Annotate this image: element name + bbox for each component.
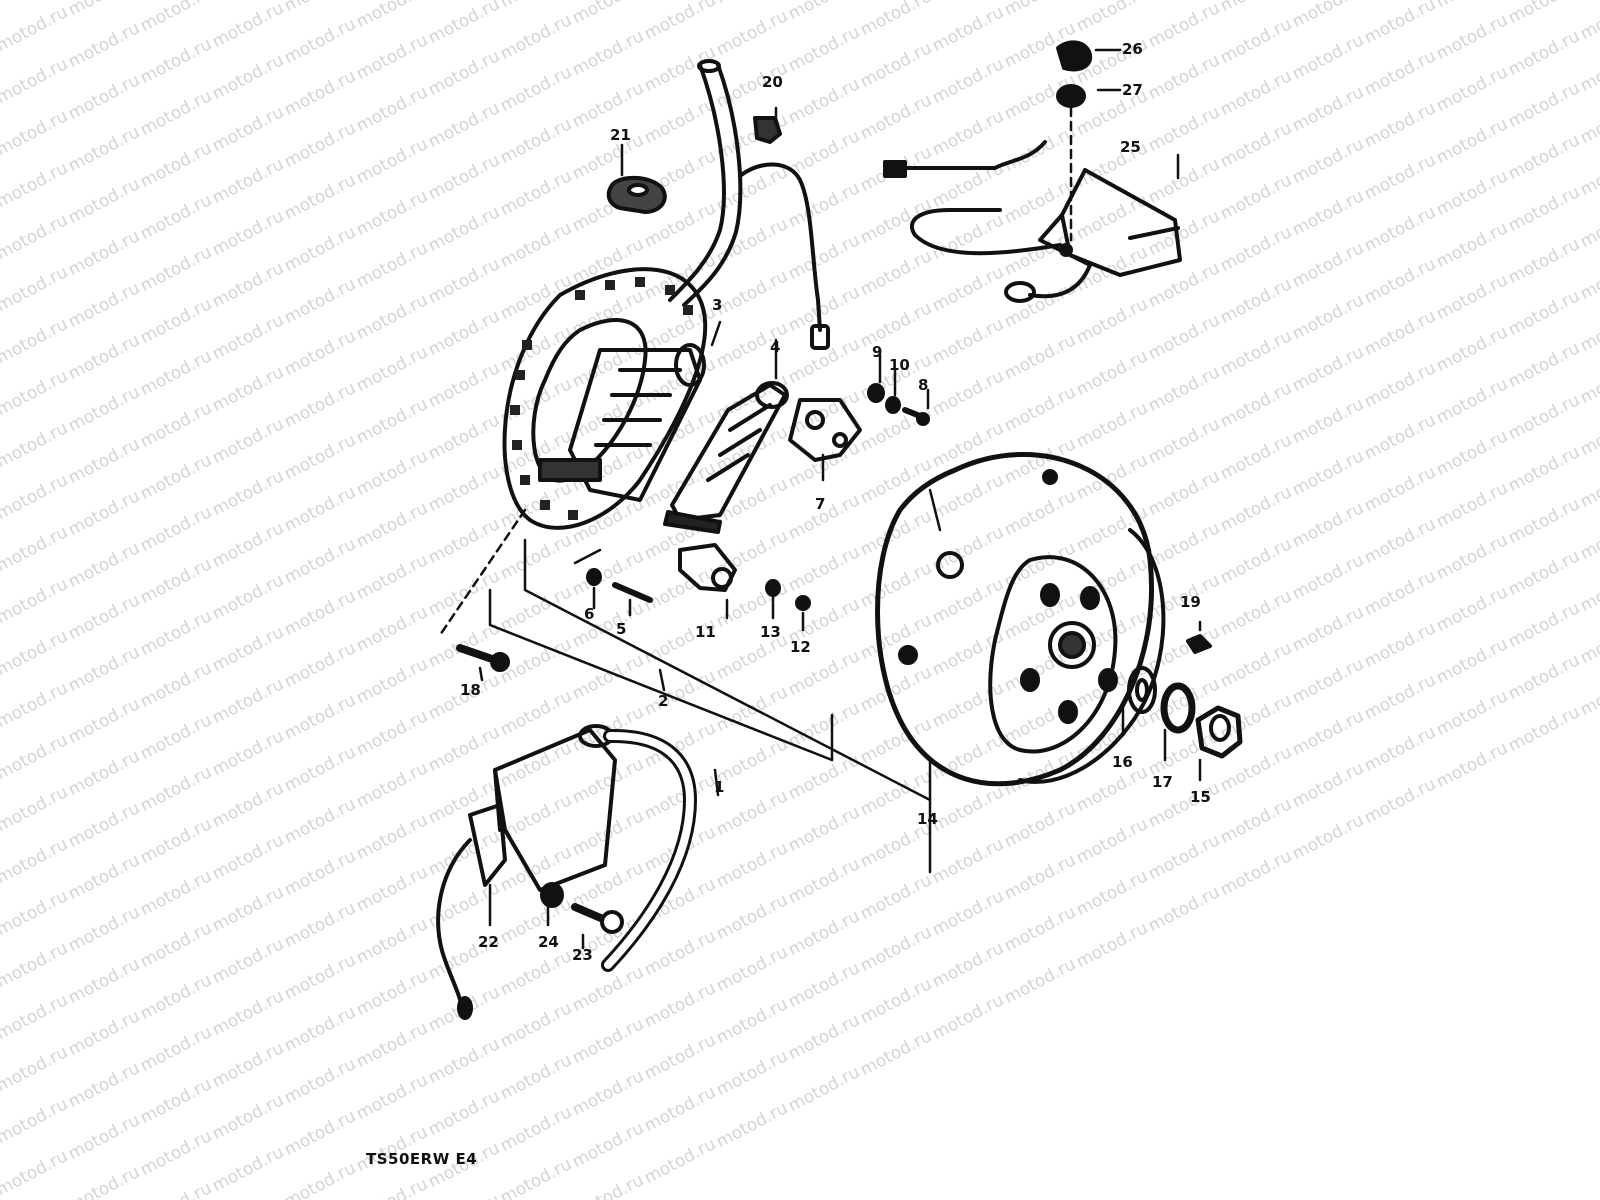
- part-22-ignition-coil: [436, 724, 697, 1020]
- callout-9: 9: [872, 343, 883, 361]
- fasteners: [586, 383, 930, 611]
- part-4-source-coil: [663, 381, 789, 534]
- part-7-pulser: [788, 398, 862, 462]
- stator-plate: [502, 267, 708, 530]
- callout-15: 15: [1190, 788, 1211, 806]
- callout-27: 27: [1122, 81, 1143, 99]
- part-25-cdi-unit: [883, 140, 1182, 303]
- callout-24: 24: [538, 933, 559, 951]
- callout-2: 2: [658, 692, 669, 710]
- wire-harness: [668, 59, 743, 307]
- callout-20: 20: [762, 73, 783, 91]
- callout-7: 7: [815, 495, 826, 513]
- callout-14: 14: [917, 810, 938, 828]
- callout-21: 21: [610, 126, 631, 144]
- leader-lines: [438, 48, 1202, 950]
- part-11-contact: [678, 543, 737, 592]
- callout-4: 4: [770, 338, 781, 356]
- callout-16: 16: [1112, 753, 1133, 771]
- callout-11: 11: [695, 623, 716, 641]
- part-3-lighting-coil: [538, 343, 706, 502]
- part-23-24-bolt-washer: [540, 882, 624, 934]
- part-14-flywheel: [875, 452, 1166, 787]
- callout-1: 1: [714, 778, 725, 796]
- callout-3: 3: [712, 296, 723, 314]
- diagram-code: TS50ERW E4: [366, 1150, 478, 1168]
- callout-26: 26: [1122, 40, 1143, 58]
- part-18-bolt: [456, 644, 510, 672]
- callout-23: 23: [572, 946, 593, 964]
- callout-13: 13: [760, 623, 781, 641]
- callout-18: 18: [460, 681, 481, 699]
- callout-6: 6: [584, 605, 595, 623]
- flywheel-washers-nut: [1127, 634, 1243, 759]
- callout-8: 8: [918, 376, 929, 394]
- callout-17: 17: [1152, 773, 1173, 791]
- part-20-clip: [753, 116, 782, 144]
- part-26-27-mount: [1056, 40, 1093, 108]
- callout-22: 22: [478, 933, 499, 951]
- part-21-grommet: [606, 175, 667, 214]
- callout-19: 19: [1180, 593, 1201, 611]
- callout-25: 25: [1120, 138, 1141, 156]
- lead-wire: [738, 162, 830, 350]
- callout-10: 10: [889, 356, 910, 374]
- callout-5: 5: [616, 620, 627, 638]
- callout-12: 12: [790, 638, 811, 656]
